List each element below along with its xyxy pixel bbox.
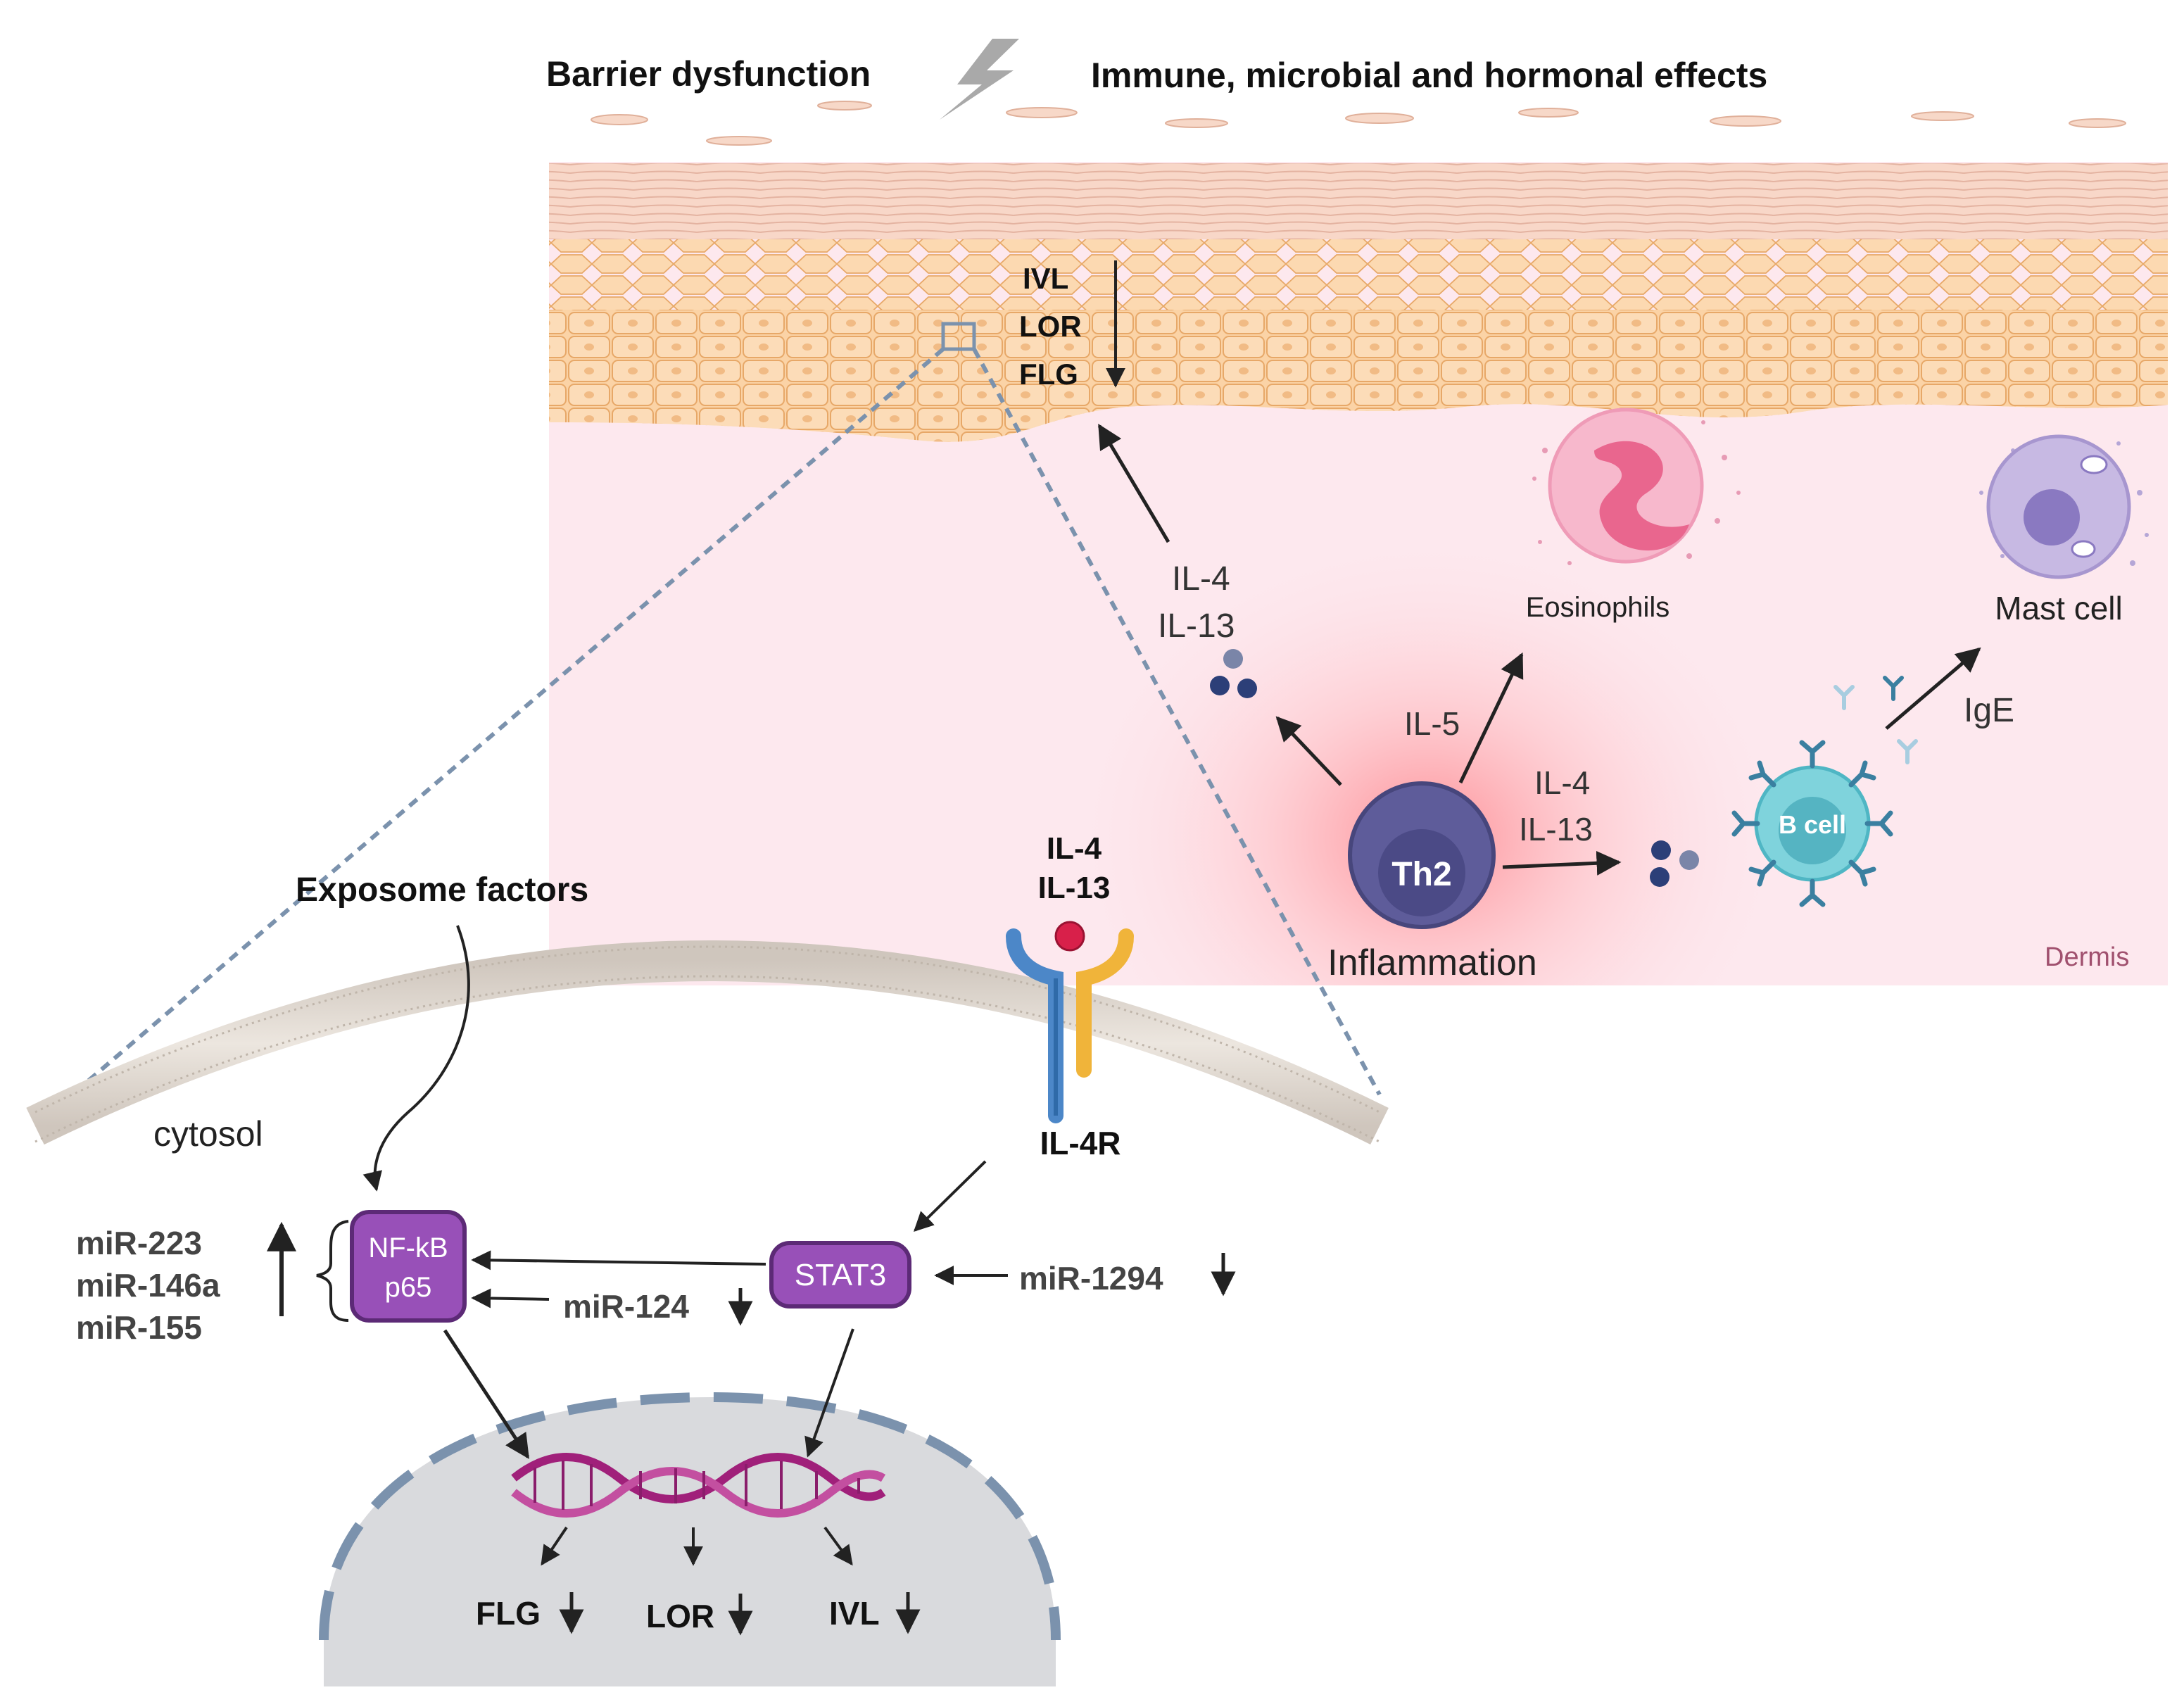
epidermis-basal bbox=[549, 310, 2168, 442]
arrow-th2-to-bcell bbox=[1502, 850, 1622, 876]
eosinophils-label: Eosinophils bbox=[1526, 592, 1670, 623]
arrow-th2-to-cytokines bbox=[1275, 716, 1342, 786]
cell-membrane bbox=[26, 940, 1389, 1145]
stratum-corneum bbox=[549, 163, 2168, 239]
th2-label: Th2 bbox=[1391, 856, 1451, 893]
dna-helix-icon bbox=[511, 1453, 886, 1518]
cytokine-dots-left bbox=[1210, 649, 1257, 698]
nuc-gene-ivl: IVL bbox=[829, 1595, 880, 1632]
epi-marker-lor: LOR bbox=[1019, 310, 1082, 343]
arrow-nfkb-to-dna bbox=[443, 1329, 530, 1459]
th2-cell bbox=[1348, 781, 1496, 929]
arrow-dna-to-flg bbox=[541, 1526, 568, 1566]
ige-label: IgE bbox=[1964, 692, 2014, 729]
mir-brace bbox=[316, 1220, 349, 1322]
membrane-inner-heads bbox=[34, 975, 1380, 1143]
mir1294-label: miR-1294 bbox=[1019, 1260, 1163, 1297]
right-il13-label: IL-13 bbox=[1519, 811, 1593, 847]
upper-il4-label: IL-4 bbox=[1172, 560, 1230, 598]
nfkb-box bbox=[350, 1210, 467, 1323]
upper-il13-label: IL-13 bbox=[1158, 607, 1235, 645]
header-barrier: Barrier dysfunction bbox=[546, 54, 871, 94]
mast-cell-label: Mast cell bbox=[1995, 590, 2122, 626]
nuc-gene-flg: FLG bbox=[476, 1595, 541, 1632]
arrow-dna-to-ivl bbox=[823, 1526, 853, 1566]
arrow-il4r-to-stat3 bbox=[914, 1160, 987, 1232]
stat3-label: STAT3 bbox=[795, 1258, 886, 1292]
receptor-il4-label: IL-4 bbox=[1047, 831, 1102, 866]
arrow-to-epidermis bbox=[1097, 423, 1170, 543]
il4r-receptor-icon bbox=[1006, 921, 1134, 1123]
arrow-to-mast-cell bbox=[1885, 647, 1981, 730]
bcell-label: B cell bbox=[1779, 810, 1846, 839]
eosinophil-icon bbox=[1532, 408, 1741, 565]
ige-antibodies bbox=[1833, 676, 1918, 764]
arrow-stat3-to-dna bbox=[804, 1328, 854, 1458]
arrow-exposome-to-nfkb bbox=[362, 925, 470, 1192]
nuclear-envelope bbox=[319, 1392, 1061, 1641]
cytosol-label: cytosol bbox=[153, 1114, 263, 1154]
arrow-stat3-to-nfkb bbox=[471, 1250, 766, 1270]
receptor-il13-label: IL-13 bbox=[1038, 871, 1111, 905]
lightning-icon bbox=[940, 39, 1019, 120]
arrow-mir124-to-nfkb bbox=[471, 1288, 550, 1309]
mast-cell-icon bbox=[1979, 434, 2149, 579]
right-il4-label: IL-4 bbox=[1534, 764, 1590, 801]
nfkb-label-2: p65 bbox=[385, 1272, 432, 1303]
nfkb-label-1: NF-kB bbox=[368, 1232, 448, 1263]
dermis-label: Dermis bbox=[2045, 942, 2129, 972]
epi-marker-flg: FLG bbox=[1019, 358, 1078, 391]
bcell-icon bbox=[1731, 740, 1893, 907]
epi-marker-ivl: IVL bbox=[1023, 262, 1068, 295]
zoom-line-left bbox=[34, 347, 945, 1128]
nuc-gene-lor: LOR bbox=[646, 1598, 714, 1634]
inflammation-label: Inflammation bbox=[1327, 942, 1537, 983]
nucleus bbox=[324, 1397, 1056, 1686]
mir155-label: miR-155 bbox=[76, 1309, 202, 1346]
header-effects: Immune, microbial and hormonal effects bbox=[1091, 56, 1767, 95]
zoom-box bbox=[941, 322, 976, 351]
cytokine-dots-right bbox=[1650, 840, 1699, 887]
skin-flakes bbox=[591, 101, 2126, 146]
il5-label: IL-5 bbox=[1404, 705, 1460, 742]
exposome-label: Exposome factors bbox=[296, 871, 588, 909]
mir223-label: miR-223 bbox=[76, 1225, 202, 1261]
mir146a-label: miR-146a bbox=[76, 1267, 220, 1304]
stat3-box bbox=[769, 1241, 911, 1309]
zoom-line-right bbox=[972, 348, 1382, 1096]
mir124-label: miR-124 bbox=[563, 1288, 689, 1325]
arrow-th2-to-eosinophils bbox=[1458, 652, 1524, 784]
il4r-label: IL-4R bbox=[1040, 1125, 1121, 1161]
membrane-outer-heads bbox=[34, 945, 1380, 1114]
